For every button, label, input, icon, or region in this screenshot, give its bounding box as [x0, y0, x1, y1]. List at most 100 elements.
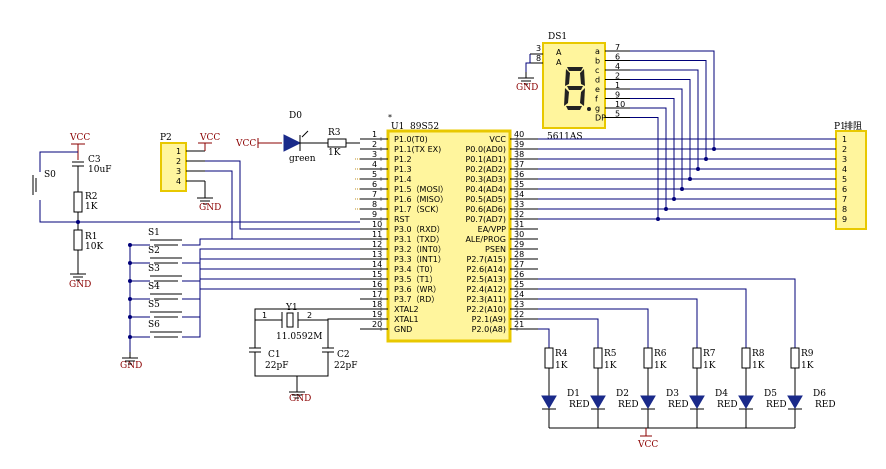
display-seg-pin-num: 2: [615, 72, 620, 81]
connector-p2-ref: P2: [160, 133, 172, 143]
pin-marker: [515, 297, 519, 301]
c2-ref: C2: [337, 350, 350, 360]
led-driver-wire: [538, 328, 550, 348]
mcu-right-pin-name: P2.7(A15): [467, 255, 506, 264]
resistor-body: [73, 229, 83, 251]
c1-value: 22pF: [265, 361, 288, 371]
display-seg-label: e: [595, 85, 600, 94]
mcu-left-pin-name: P1.5（MOSI）: [394, 185, 448, 194]
pin-marker: [515, 237, 519, 241]
mcu-left-pin-num: 6: [372, 180, 377, 189]
resistor-body: [643, 347, 653, 369]
display-seg-label: f: [595, 95, 598, 104]
connector-p1-pin-num: 1: [842, 135, 847, 144]
reset-top-wire: [39, 151, 78, 172]
r1-value: 10K: [85, 242, 103, 252]
segment-bus-wire: [630, 107, 667, 209]
pin-marker: [379, 257, 383, 261]
segment-bus-wire: [630, 69, 699, 169]
switch-mcu-wire: [182, 238, 360, 246]
display-seg-pin-num: 6: [615, 53, 620, 62]
y1-pin1: 1: [262, 311, 267, 320]
display-seg-pin-num: 5: [615, 110, 620, 119]
pin-marker: [379, 297, 383, 301]
mcu-right-pin-num: 37: [514, 160, 524, 169]
mcu-right-pin-name: ALE/PROG: [465, 235, 506, 244]
reset-bottom-wire: [39, 200, 78, 223]
mcu-body: [386, 129, 512, 343]
pin-marker: [379, 317, 383, 321]
connector-p2-pin-num: 1: [176, 147, 181, 156]
display-body: [542, 42, 606, 129]
r2-value: 1K: [85, 202, 98, 212]
mcu-right-pin-num: 33: [514, 200, 524, 209]
mcu-left-pin-name: P3.3（INT1）: [394, 255, 446, 264]
display-seg-pin-num: 1: [615, 81, 620, 90]
connector-p1-body: [835, 130, 867, 230]
mcu-left-pin-name: P1.2: [394, 155, 412, 164]
display-seg-label: g: [595, 104, 600, 113]
mcu-right-pin-name: P2.2(A10): [467, 305, 506, 314]
pin-marker: [515, 187, 519, 191]
display-seg-label: c: [595, 66, 599, 75]
led-driver-wire: [538, 308, 649, 348]
led-ref: D3: [666, 389, 679, 399]
mcu-right-pin-num: 30: [514, 230, 524, 239]
mcu-left-pin-num: 18: [372, 300, 382, 309]
p2-txd-wire: [205, 160, 360, 230]
crystal-gnd-wire: [254, 352, 329, 377]
mcu-right-pin-name: P0.4(AD4): [465, 185, 506, 194]
display-seg-label: b: [595, 57, 600, 66]
pin-marker: [515, 267, 519, 271]
mcu-left-pin-name: XTAL2: [394, 305, 419, 314]
led-triangle: [738, 395, 754, 409]
mcu-left-pin-name: P3.0（RXD）: [394, 225, 445, 234]
r2-ref: R2: [85, 192, 98, 202]
mcu-left-pin-name: GND: [394, 325, 412, 334]
reset-circuit: VCC C3 10uF S0 R2 1K R1 10K GND: [44, 133, 112, 290]
led-driver-wire: [538, 288, 747, 348]
mcu-right-pin-num: 40: [514, 130, 524, 139]
mcu-right-pin-num: 35: [514, 180, 524, 189]
mcu-right-pin-name: P2.0(A8): [472, 325, 506, 334]
segment-bus-wire: [630, 117, 659, 219]
mcu-right-pin-name: EA/VPP: [478, 225, 507, 234]
reset-vcc-label: VCC: [69, 133, 90, 143]
mcu-left-pin-num: 8: [372, 200, 377, 209]
pin-marker: [515, 217, 519, 221]
pin-marker: [515, 317, 519, 321]
connector-p2-pin-num: 3: [176, 167, 181, 176]
mcu-right-pin-num: 27: [514, 260, 524, 269]
connector-p1-pin-num: 6: [842, 185, 847, 194]
mcu-left-pin-num: 3: [372, 150, 377, 159]
pin-marker: [515, 327, 519, 331]
mcu-ref: U1: [391, 122, 404, 132]
pin-marker: [515, 177, 519, 181]
led-res-ref: R4: [555, 349, 568, 359]
led-driver-wire: [538, 278, 796, 348]
mcu-right-pin-name: P2.4(A12): [467, 285, 506, 294]
segment-bus-wire: [630, 50, 715, 149]
r1-ref: R1: [85, 232, 98, 242]
crystal-gnd-label: GND: [289, 394, 311, 404]
s0-ref: S0: [44, 170, 56, 180]
led-ref: D4: [715, 389, 728, 399]
connector-p2-pin-num: 2: [176, 157, 181, 166]
pin-marker: [515, 307, 519, 311]
mcu-right-pin-name: P0.6(AD6): [465, 205, 506, 214]
display-seg-pin-num: 4: [615, 62, 620, 71]
mcu-right-pin-num: 21: [514, 320, 524, 329]
switch-mcu-wire: [182, 248, 360, 264]
mcu-left-pin-name: P3.5（T1）: [394, 275, 438, 284]
pin-marker: [515, 197, 519, 201]
mcu-left-pin-num: 19: [372, 310, 382, 319]
display-seg-label: a: [595, 47, 600, 56]
connector-p1-pin-num: 4: [842, 165, 847, 174]
mcu-right-pin-name: P0.0(AD0): [465, 145, 506, 154]
c3-ref: C3: [88, 155, 101, 165]
display-seg-pin-num: 9: [615, 91, 620, 100]
led-triangle: [590, 395, 606, 409]
segment-bus-wire: [630, 88, 683, 189]
